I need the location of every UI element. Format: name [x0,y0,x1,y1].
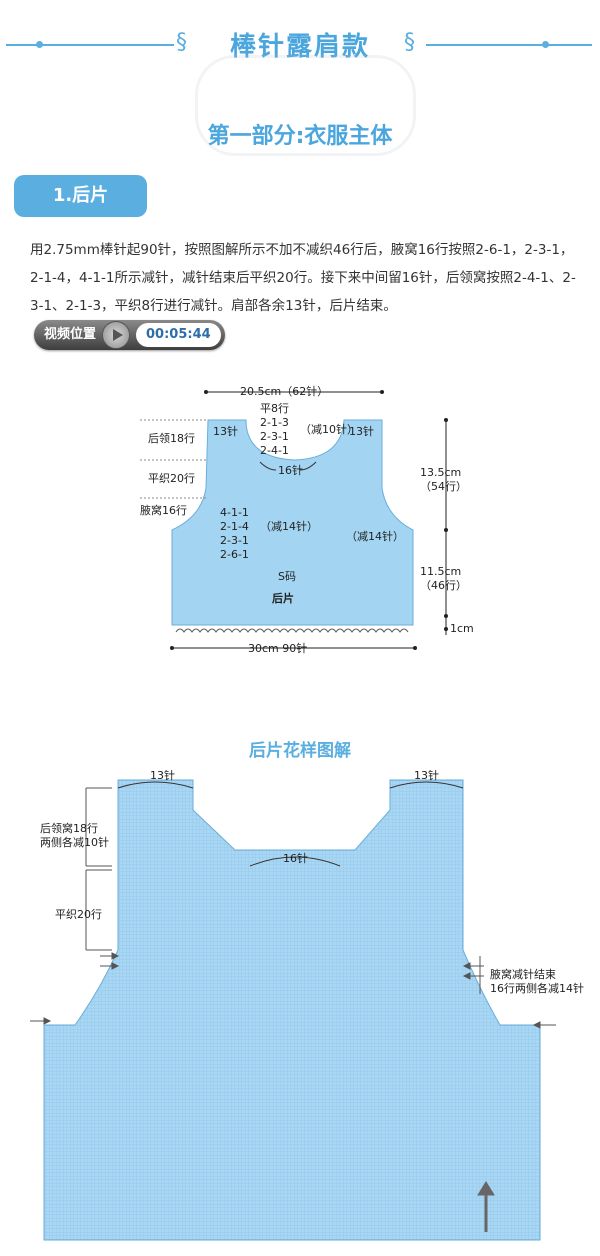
instruction-text: 用2.75mm棒针起90针，按照图解所示不加不减织46行后，腋窝16行按照2-6… [30,242,576,314]
left-label-neck: 后领18行 [148,432,195,445]
arm-seq-1: 4-1-1 [220,506,249,519]
header-dot-right [542,41,549,48]
right-hem-label: 1cm [450,622,474,635]
right-upper-rows: （54行） [420,480,467,493]
chart-left-note-2: 两侧各减10针 [40,835,109,849]
flat8-label: 平8行 [260,402,289,415]
neck-seq-3: 2-4-1 [260,444,289,457]
header-line-left [6,44,174,46]
chart-left-note-1: 后领窝18行 [40,821,98,835]
swirl-right-icon: § [404,30,415,55]
part-subtitle: 第一部分:衣服主体 [207,124,393,149]
chart-shoulder-left: 13针 [150,770,175,782]
hem-scallops [175,628,409,633]
neck-dec-label: （减10针） [300,422,358,436]
chart-left-note-3: 平织20行 [55,908,102,921]
right-arrow-icon [462,962,556,1029]
chart-right-note-1: 腋窝减针结束 [490,967,556,981]
shoulder-right-label: 13针 [349,424,374,438]
page-title: 棒针露肩款 [229,32,370,62]
play-icon[interactable] [102,321,131,349]
up-arrow-icon [477,1181,495,1232]
neck-center-label: 16针 [278,463,303,477]
top-width-label: 20.5cm（62针） [240,384,328,398]
arm-dec-label: （减14针） [260,519,318,533]
watermark-logo [195,55,416,156]
arm-seq-2: 2-1-4 [220,520,249,533]
piece-label: 后片 [272,591,294,605]
chart-grid-shape [43,779,541,1241]
swirl-left-icon: § [176,30,187,55]
left-label-armhole: 腋窝16行 [140,503,187,517]
instruction-paragraph: 用2.75mm棒针起90针，按照图解所示不加不减织46行后，腋窝16行按照2-6… [30,236,585,350]
right-lower-rows: （46行） [420,579,467,592]
right-upper-label: 13.5cm [420,466,461,479]
back-piece-schematic: 20.5cm（62针） 平8行 2-1-3 2-3-1 2-4-1 （减10针）… [140,384,474,655]
chart-neck-center: 16针 [283,851,308,865]
left-arrow-icon [30,952,120,1025]
header-line-right [426,44,592,46]
video-position-button[interactable]: 视频位置 00:05:44 [34,320,225,350]
video-time: 00:05:44 [136,323,221,347]
neck-seq-2: 2-3-1 [260,430,289,443]
neck-seq-1: 2-1-3 [260,416,289,429]
chart-shoulder-right: 13针 [414,770,439,782]
chart-right-note-2: 16行两侧各减14针 [490,981,584,995]
back-piece-shape [171,419,414,626]
arm-seq-4: 2-6-1 [220,548,249,561]
header-dot-left [36,41,43,48]
right-lower-label: 11.5cm [420,565,461,578]
arm-dec-right-label: （减14针） [346,529,404,543]
shoulder-left-label: 13针 [213,424,238,438]
bottom-width-label: 30cm 90针 [248,641,307,655]
video-label: 视频位置 [44,327,97,342]
pattern-chart-title: 后片花样图解 [249,741,351,761]
size-label: S码 [278,570,296,583]
arm-seq-3: 2-3-1 [220,534,249,547]
left-label-flat: 平织20行 [148,472,195,485]
pattern-chart: 13针 13针 16针 后领窝18行 两侧各减10针 平织20行 腋窝减针结束 … [30,770,584,1241]
section-back-piece: 1.后片 [14,175,147,217]
